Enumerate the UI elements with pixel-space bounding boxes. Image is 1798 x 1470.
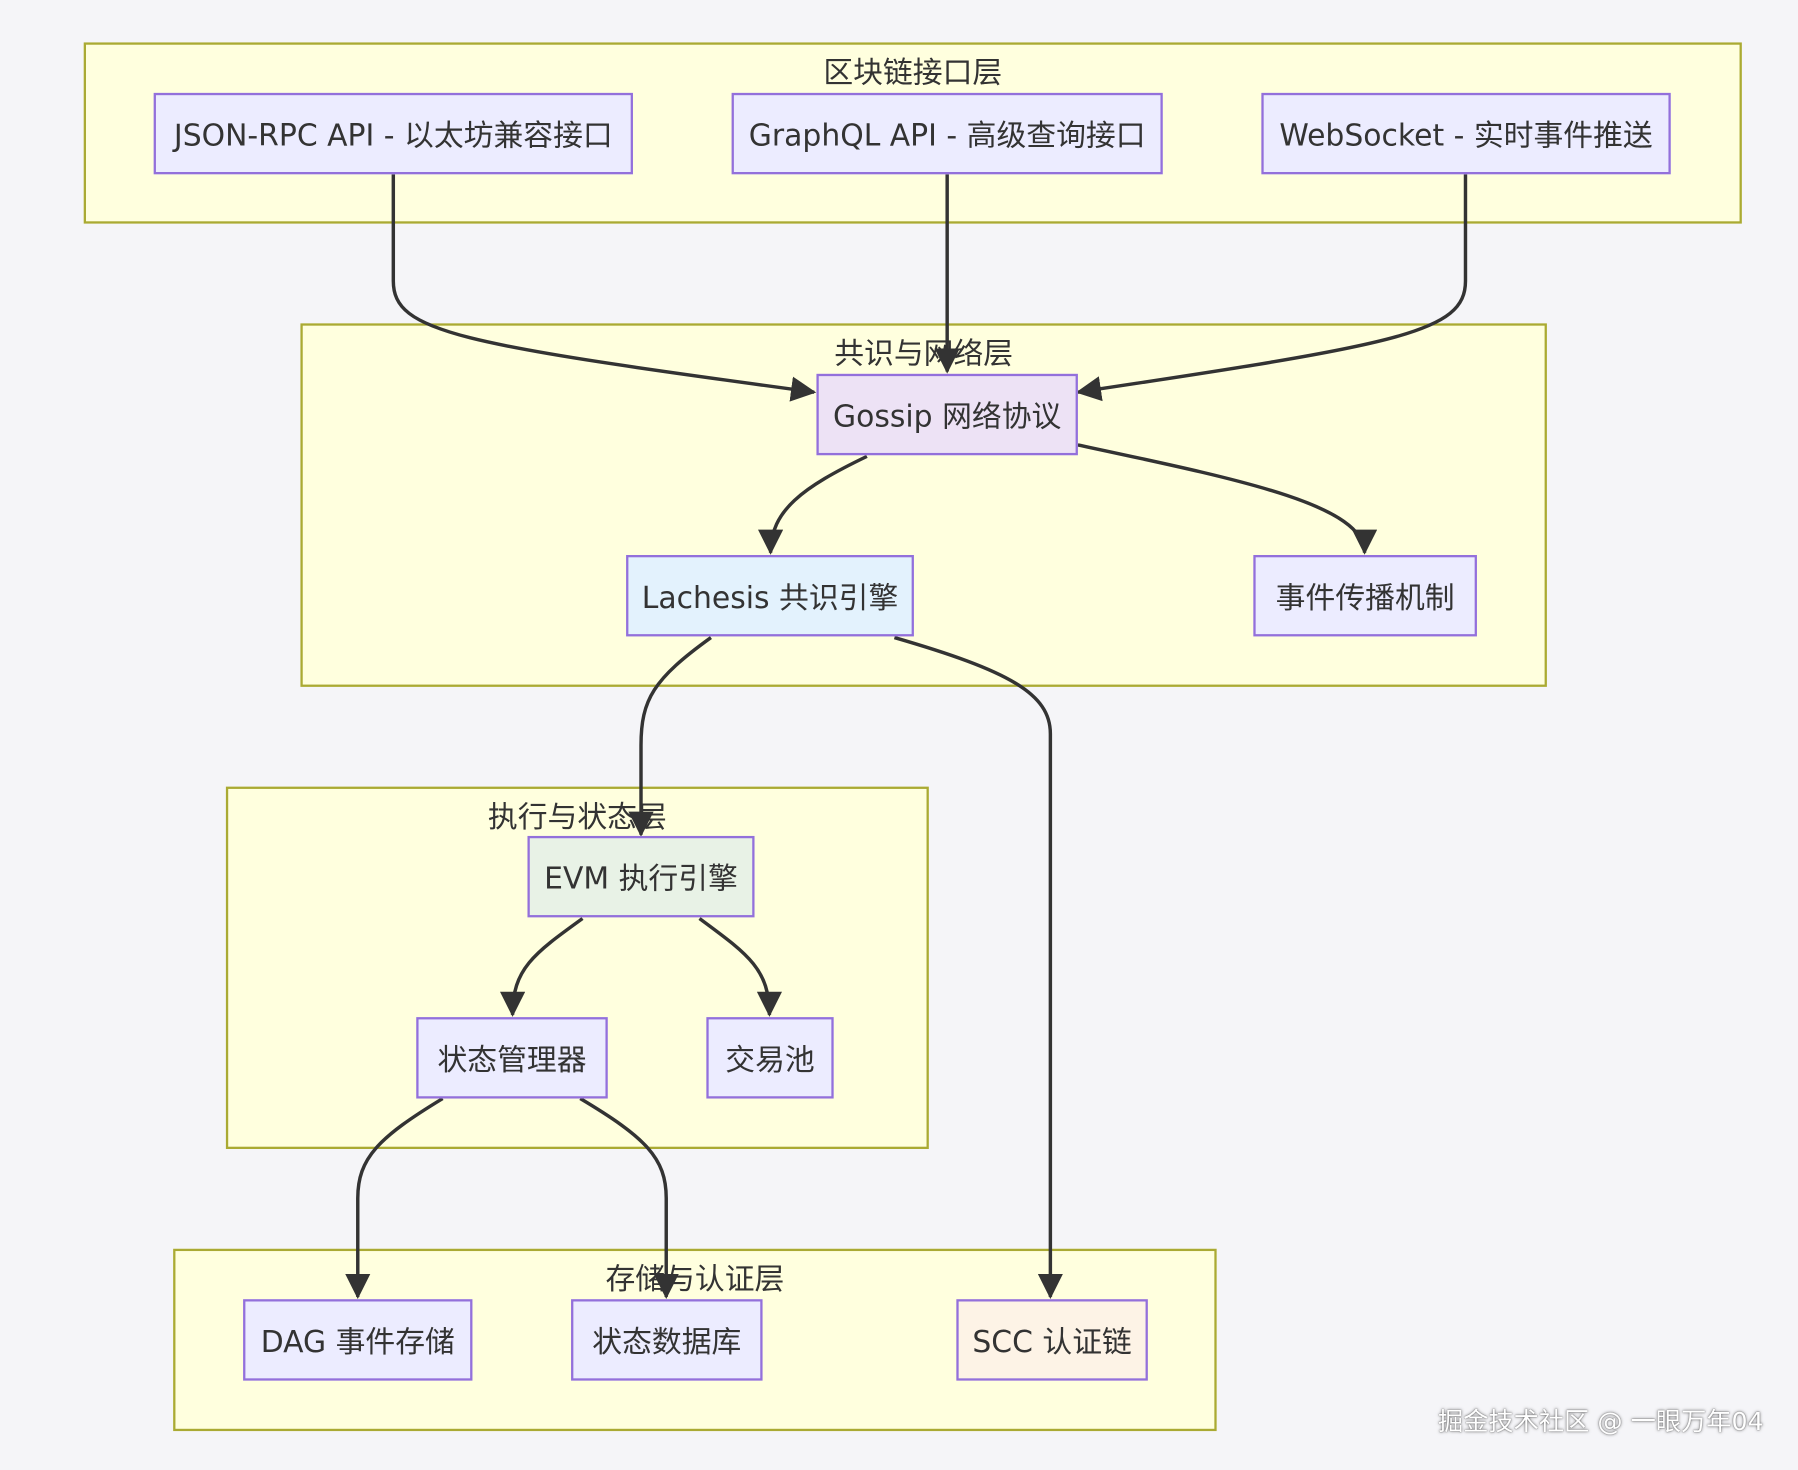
node-state-manager: 状态管理器 xyxy=(416,1017,608,1099)
node-websocket: WebSocket - 实时事件推送 xyxy=(1261,92,1671,175)
node-dag-event-storage: DAG 事件存储 xyxy=(243,1299,473,1381)
watermark-text: 掘金技术社区 @ 一眼万年04 xyxy=(1437,1408,1764,1437)
node-graphql-api: GraphQL API - 高级查询接口 xyxy=(731,92,1163,175)
cluster-title-storage: 存储与认证层 xyxy=(605,1262,785,1297)
node-tx-pool: 交易池 xyxy=(706,1017,834,1099)
node-state-database: 状态数据库 xyxy=(571,1299,763,1381)
cluster-title-execution: 执行与状态层 xyxy=(487,800,667,835)
cluster-title-interface: 区块链接口层 xyxy=(823,56,1003,91)
node-event-propagation: 事件传播机制 xyxy=(1253,555,1477,637)
node-evm-engine: EVM 执行引擎 xyxy=(527,835,755,918)
cluster-title-consensus: 共识与网络层 xyxy=(834,337,1014,372)
node-gossip-protocol: Gossip 网络协议 xyxy=(816,373,1078,456)
node-json-rpc-api: JSON-RPC API - 以太坊兼容接口 xyxy=(153,92,633,175)
node-lachesis-engine: Lachesis 共识引擎 xyxy=(626,555,914,637)
node-scc-chain: SCC 认证链 xyxy=(956,1299,1148,1381)
